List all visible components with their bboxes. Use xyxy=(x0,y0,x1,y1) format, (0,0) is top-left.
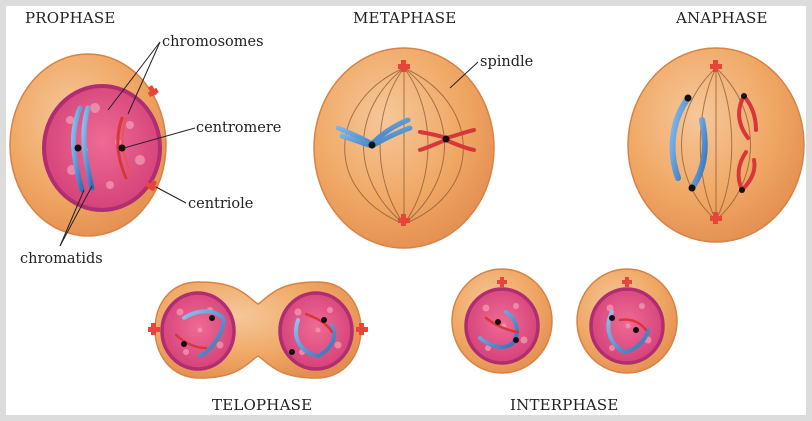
metaphase-centriole-top xyxy=(398,60,410,72)
telophase-nucleus-right xyxy=(278,291,354,371)
prophase-centromere-dot-2 xyxy=(118,144,126,152)
label-prophase: PROPHASE xyxy=(25,9,116,27)
interphase-cell-left xyxy=(451,268,553,374)
interphase-right-centriole xyxy=(622,277,632,287)
anaphase-centriole-bottom xyxy=(710,212,722,224)
metaphase-spindle xyxy=(344,67,464,225)
interphase-left-centriole xyxy=(497,277,507,287)
label-metaphase: METAPHASE xyxy=(353,9,456,27)
telophase-nucleus-left xyxy=(160,291,236,371)
label-centromere: centromere xyxy=(196,120,281,136)
label-telophase: TELOPHASE xyxy=(212,396,312,414)
prophase-leader-lines xyxy=(59,41,196,247)
anaphase-chromosomes-blue xyxy=(669,95,708,191)
telophase-cell xyxy=(148,281,368,379)
label-anaphase: ANAPHASE xyxy=(675,9,768,27)
metaphase-cell xyxy=(313,47,495,249)
telophase-centriole-right xyxy=(356,323,368,335)
label-centriole: centriole xyxy=(188,196,253,212)
prophase-centriole-top xyxy=(147,85,159,98)
anaphase-cell xyxy=(627,47,805,243)
spindle-leader-line xyxy=(449,61,479,89)
prophase-centromere-dot-1 xyxy=(74,144,82,152)
anaphase-centromere-1 xyxy=(684,94,692,102)
label-interphase: INTERPHASE xyxy=(510,396,619,414)
prophase-nucleus xyxy=(42,84,162,212)
telophase-centriole-left xyxy=(148,323,160,335)
prophase-chromosome-blue xyxy=(71,105,95,193)
label-spindle: spindle xyxy=(480,54,533,70)
prophase-cell xyxy=(9,53,167,237)
prophase-centriole-bottom xyxy=(145,179,158,192)
metaphase-centromere-2 xyxy=(442,135,450,143)
anaphase-centromere-4 xyxy=(739,187,745,193)
metaphase-centromere-1 xyxy=(368,141,376,149)
anaphase-centromere-3 xyxy=(741,93,747,99)
anaphase-spindle xyxy=(681,67,751,221)
label-chromatids: chromatids xyxy=(20,251,103,267)
anaphase-centromere-2 xyxy=(688,184,696,192)
metaphase-centriole-bottom xyxy=(398,214,410,226)
label-chromosomes: chromosomes xyxy=(162,34,264,50)
anaphase-chromosomes-red xyxy=(736,94,758,192)
anaphase-centriole-top xyxy=(710,60,722,72)
interphase-cell-right xyxy=(576,268,678,374)
